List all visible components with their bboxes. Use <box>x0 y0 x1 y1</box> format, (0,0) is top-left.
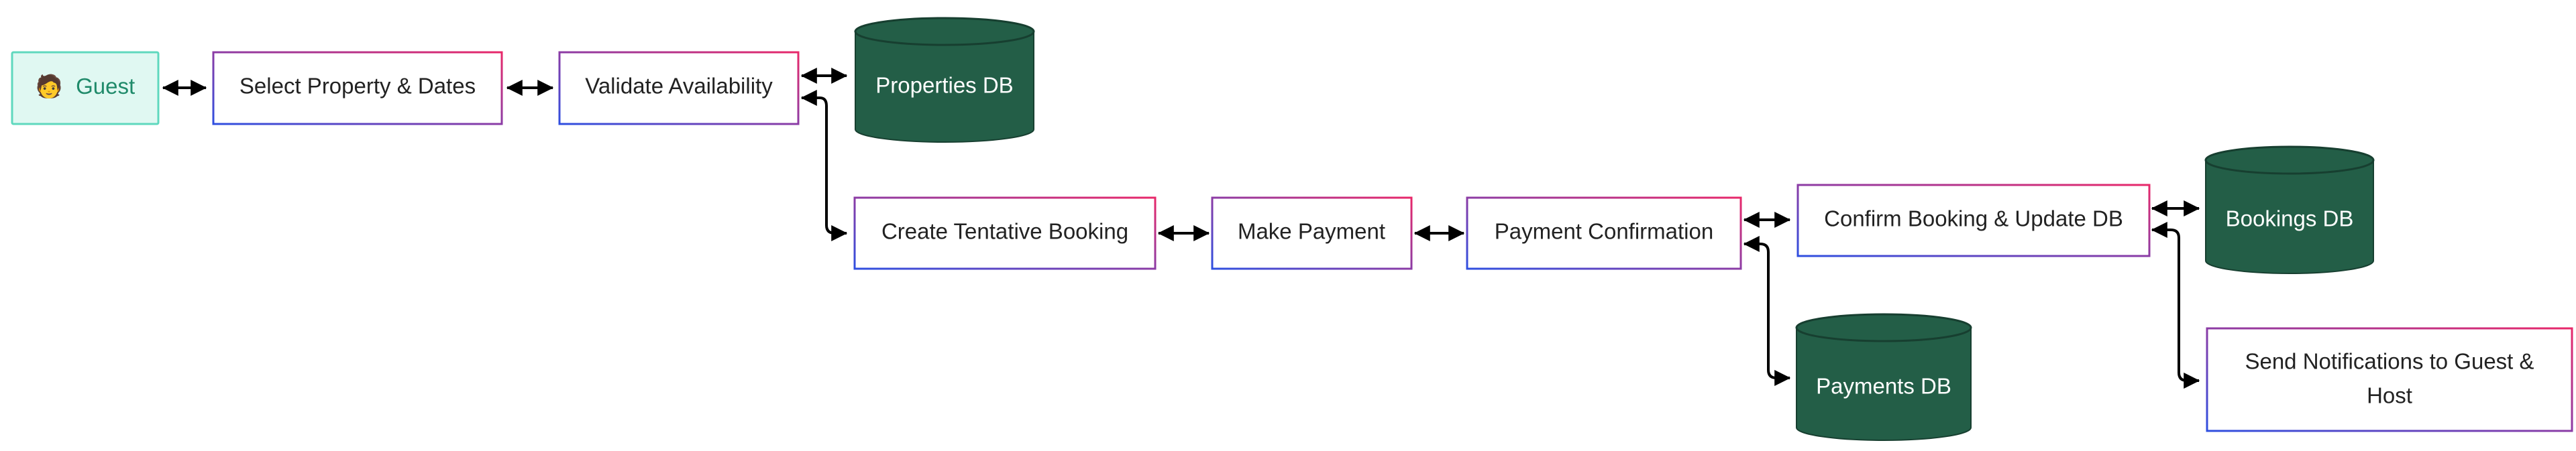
payment-confirmation-label: Payment Confirmation <box>1495 219 1713 244</box>
db-payments[interactable]: Payments DB <box>1795 313 1972 441</box>
bookings-db-label: Bookings DB <box>2226 206 2354 231</box>
node-guest[interactable]: 🧑 Guest <box>11 51 160 125</box>
send-notifications-label-line1: Send Notifications to Guest & <box>2245 349 2534 374</box>
edges <box>162 68 2200 389</box>
validate-availability-label: Validate Availability <box>585 74 773 99</box>
node-payment-confirmation[interactable]: Payment Confirmation <box>1466 196 1742 270</box>
make-payment-label: Make Payment <box>1238 219 1385 244</box>
node-send-notifications[interactable]: Send Notifications to Guest & Host <box>2206 327 2573 432</box>
node-create-booking[interactable]: Create Tentative Booking <box>853 196 1157 270</box>
create-booking-label: Create Tentative Booking <box>881 219 1128 244</box>
svg-text:🧑 Guest: 🧑 Guest <box>36 73 135 99</box>
properties-db-label: Properties DB <box>875 73 1013 98</box>
db-properties[interactable]: Properties DB <box>854 17 1035 143</box>
node-confirm-booking[interactable]: Confirm Booking & Update DB <box>1796 184 2151 257</box>
guest-label: Guest <box>76 74 135 99</box>
edge-confirmation-payments-db <box>1743 236 1791 386</box>
node-validate-availability[interactable]: Validate Availability <box>558 51 800 125</box>
db-bookings[interactable]: Bookings DB <box>2204 145 2375 274</box>
node-select-property[interactable]: Select Property & Dates <box>212 51 503 125</box>
payments-db-label: Payments DB <box>1816 374 1951 399</box>
confirm-booking-label: Confirm Booking & Update DB <box>1824 206 2123 231</box>
send-notifications-label-line2: Host <box>2367 383 2412 408</box>
select-property-label: Select Property & Dates <box>239 74 476 99</box>
edge-confirm-notifications <box>2151 222 2200 389</box>
edge-validate-create-booking <box>800 90 848 241</box>
person-icon: 🧑 <box>36 73 63 99</box>
node-make-payment[interactable]: Make Payment <box>1211 196 1413 270</box>
